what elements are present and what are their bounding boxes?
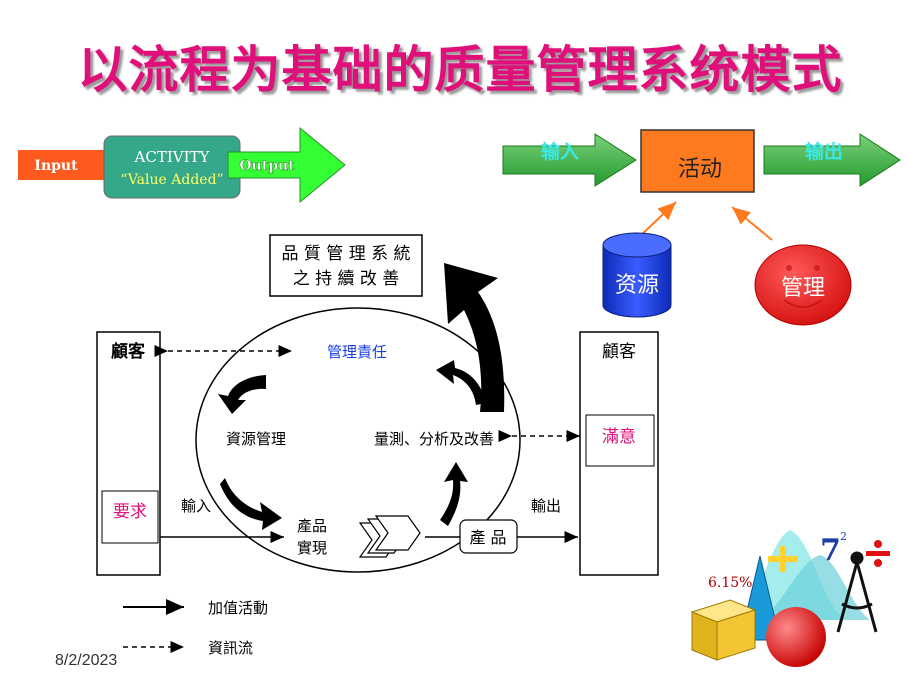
math-clipart: 6.15% 7 2 — [690, 530, 890, 667]
realization-line-2: 實現 — [297, 539, 327, 557]
clipart-percent: 6.15% — [708, 575, 752, 591]
slide-date: 8/2/2023 — [55, 652, 118, 669]
compass-icon — [836, 551, 878, 633]
sphere-shape — [766, 607, 826, 667]
input-arrow — [18, 140, 128, 190]
measurement-label: 量測、分析及改善 — [374, 430, 494, 448]
legend-information-flow: 資訊流 — [208, 639, 253, 657]
activity-label: ACTIVITY — [134, 148, 211, 166]
input-label: Input — [34, 158, 78, 174]
clipart-superscript: 2 — [840, 530, 847, 543]
activity-cn-label: 活动 — [678, 157, 722, 182]
improvement-line-1: 品 質 管 理 系 統 — [281, 244, 410, 264]
activity-box — [103, 135, 241, 199]
resource-label: 资源 — [615, 273, 659, 298]
cycle-arrow-bottom-right — [440, 462, 468, 526]
input-label-tw: 輸入 — [181, 497, 211, 515]
input-green-arrow — [502, 133, 637, 187]
right-flow: 输入 活动 输出 资源 管理 — [502, 129, 901, 326]
clipart-number: 7 — [820, 533, 841, 568]
satisfaction-label: 滿意 — [602, 427, 636, 447]
value-added-label: “Value Added” — [120, 172, 223, 188]
realization-chevrons — [358, 515, 421, 558]
resource-management-label: 資源管理 — [226, 430, 286, 448]
plus-icon — [768, 546, 798, 572]
management-responsibility-label: 管理責任 — [327, 343, 387, 361]
requirements-label: 要求 — [113, 502, 147, 522]
resource-cylinder — [602, 232, 672, 318]
customer-right-label: 顧客 — [602, 342, 636, 362]
satisfaction-box — [585, 414, 655, 467]
cycle-arrow-top-right — [436, 360, 486, 405]
cycle-arrow-bottom-left — [220, 478, 282, 530]
output-label-tw: 輸出 — [531, 497, 561, 515]
customer-left-label: 顧客 — [111, 341, 146, 362]
activity-cn-box — [640, 129, 755, 193]
left-flow: Input ACTIVITY “Value Added” Output — [18, 126, 346, 204]
output-arrow — [227, 126, 346, 204]
output-cn-label: 输出 — [805, 140, 843, 163]
output-label: Output — [239, 158, 295, 174]
legend-value-activity: 加值活動 — [208, 599, 268, 617]
qms-model: 品 質 管 理 系 統 之 持 續 改 善 顧客 要求 顧客 滿意 管理責任 資… — [96, 234, 659, 576]
improvement-line-2: 之 持 續 改 善 — [293, 269, 400, 289]
big-improvement-arrow — [444, 263, 505, 412]
legend: 加值活動 資訊流 — [123, 599, 268, 657]
slide-title: 以流程为基础的质量管理系统模式 — [77, 41, 843, 99]
management-smiley — [754, 244, 852, 326]
resource-arrow — [637, 201, 677, 239]
product-label: 產 品 — [469, 528, 506, 547]
management-label: 管理 — [781, 276, 825, 301]
divide-icon — [866, 540, 890, 567]
cycle-arrow-top-left — [218, 375, 266, 414]
output-green-arrow — [763, 133, 901, 187]
realization-line-1: 產品 — [297, 517, 327, 535]
improvement-box — [269, 234, 423, 297]
cube-shape — [690, 599, 757, 661]
requirements-box — [101, 490, 159, 544]
input-cn-label: 输入 — [541, 140, 579, 163]
product-box — [459, 519, 518, 554]
management-arrow — [731, 206, 773, 241]
